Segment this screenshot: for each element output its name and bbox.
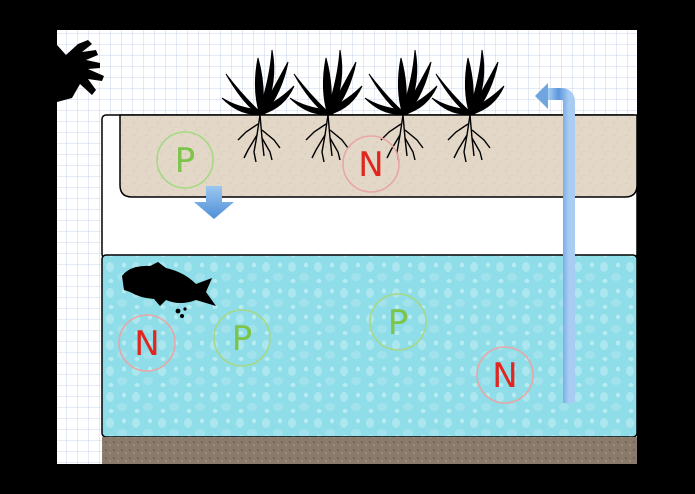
nitrogen-circle — [118, 314, 176, 372]
nitrogen-marker: N — [476, 346, 534, 404]
plant-icon — [431, 49, 505, 163]
nitrogen-marker: N — [118, 314, 176, 372]
plant-icon — [221, 49, 295, 163]
phosphorus-circle — [213, 309, 271, 367]
phosphorus-symbol: P — [232, 319, 253, 359]
nitrogen-symbol: N — [134, 324, 159, 364]
nitrogen-circle — [342, 135, 400, 193]
fish-icon — [122, 262, 216, 318]
grow-media — [119, 114, 638, 198]
nitrogen-symbol: N — [492, 356, 517, 396]
gravel-base — [102, 437, 637, 464]
phosphorus-marker: P — [369, 293, 427, 351]
hand-icon — [57, 40, 104, 102]
return-pipe-icon — [535, 83, 575, 403]
plant-icon — [289, 49, 363, 163]
drain-arrow-icon — [194, 186, 234, 219]
phosphorus-marker: P — [213, 309, 271, 367]
nitrogen-marker: N — [342, 135, 400, 193]
nitrogen-circle — [476, 346, 534, 404]
phosphorus-symbol: P — [175, 141, 196, 181]
nitrogen-symbol: N — [358, 145, 383, 185]
phosphorus-symbol: P — [388, 303, 409, 343]
phosphorus-circle — [369, 293, 427, 351]
phosphorus-circle — [156, 131, 214, 189]
phosphorus-marker: P — [156, 131, 214, 189]
